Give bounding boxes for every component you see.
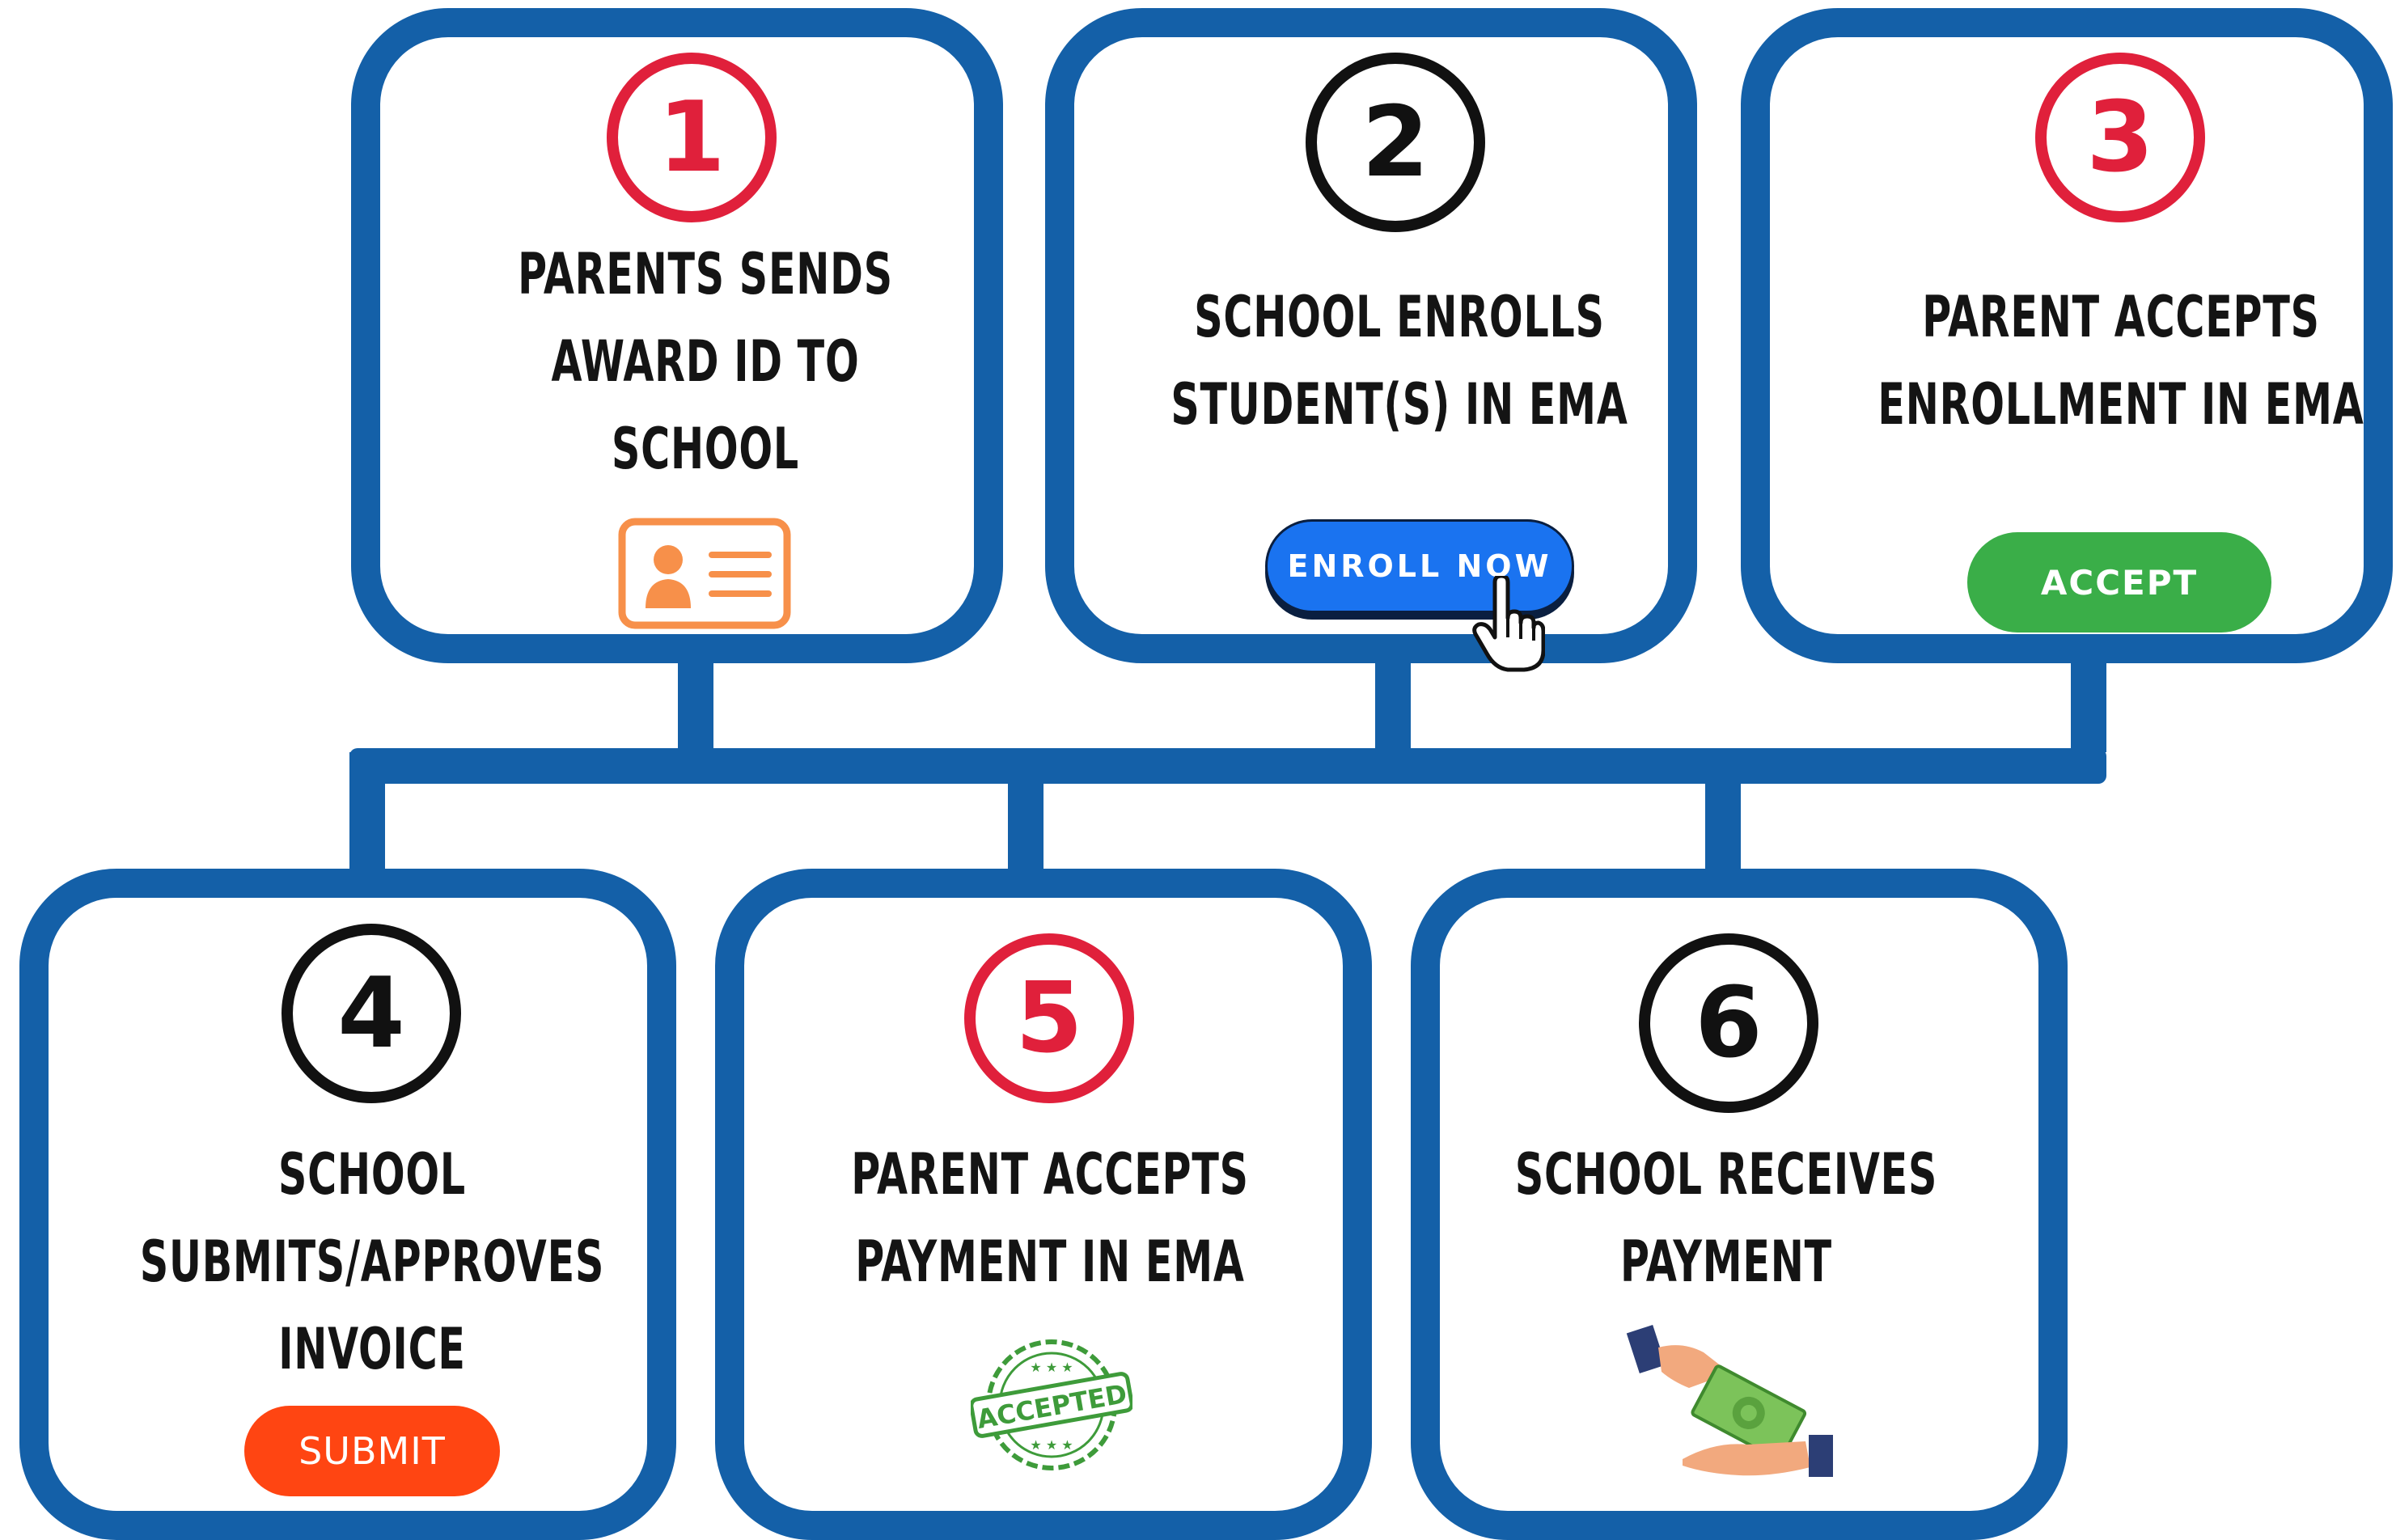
- step-3-number: 3: [2086, 81, 2154, 194]
- submit-label: SUBMIT: [298, 1429, 446, 1473]
- step-1-number-badge: 1: [607, 53, 777, 222]
- hand-pointer-icon: [1472, 576, 1545, 672]
- connector-box6-up: [1705, 752, 1741, 882]
- step-3-label: PARENT ACCEPTS ENROLLMENT IN EMA: [1869, 273, 2373, 448]
- step-3-line-2: ENROLLMENT IN EMA: [1877, 371, 2364, 438]
- step-4-number: 4: [337, 957, 405, 1070]
- step-5-line-1: PARENT ACCEPTS: [851, 1141, 1249, 1208]
- step-2-line-1: SCHOOL ENROLLS: [1194, 284, 1605, 350]
- svg-text:★ ★ ★: ★ ★ ★: [1030, 1437, 1073, 1453]
- step-4-label: SCHOOL SUBMITS/APPROVES INVOICE: [120, 1131, 624, 1393]
- connector-box2-down: [1375, 655, 1411, 752]
- enroll-now-button[interactable]: ENROLL NOW: [1265, 519, 1574, 613]
- connector-box5-up: [1008, 752, 1043, 882]
- step-2-number: 2: [1361, 86, 1429, 199]
- connector-box1-down: [678, 655, 713, 752]
- step-4-number-badge: 4: [282, 924, 461, 1103]
- money-handover-icon: [1626, 1325, 1833, 1477]
- step-5-line-2: PAYMENT IN EMA: [855, 1229, 1245, 1295]
- step-5-number-badge: 5: [964, 933, 1134, 1103]
- step-6-line-1: SCHOOL RECEIVES: [1514, 1141, 1938, 1208]
- step-1-line-3: SCHOOL: [611, 416, 800, 482]
- id-card-icon: [618, 518, 791, 629]
- step-6-number: 6: [1695, 967, 1763, 1080]
- step-3-line-1: PARENT ACCEPTS: [1922, 284, 2320, 350]
- connector-horizontal-bus: [349, 748, 2106, 784]
- step-2-line-2: STUDENT(S) IN EMA: [1170, 371, 1628, 438]
- step-2-number-badge: 2: [1306, 53, 1485, 232]
- step-1-line-2: AWARD ID TO: [551, 328, 860, 395]
- step-6-line-2: PAYMENT: [1620, 1229, 1832, 1295]
- step-1-number: 1: [658, 81, 726, 194]
- accept-label: ACCEPT: [2040, 562, 2199, 603]
- accepted-stamp-icon: ACCEPTED ★ ★ ★ ★ ★ ★: [971, 1339, 1132, 1470]
- step-4-line-3: INVOICE: [278, 1316, 466, 1382]
- step-6-number-badge: 6: [1639, 933, 1818, 1113]
- step-1-label: PARENTS SENDS AWARD ID TO SCHOOL: [453, 231, 958, 493]
- connector-box3-down: [2071, 655, 2106, 752]
- step-2-label: SCHOOL ENROLLS STUDENT(S) IN EMA: [1147, 273, 1652, 448]
- step-4-line-1: SCHOOL: [277, 1141, 467, 1208]
- connector-box4-up: [349, 752, 385, 882]
- step-6-label: SCHOOL RECEIVES PAYMENT: [1474, 1131, 1979, 1305]
- svg-text:★ ★ ★: ★ ★ ★: [1030, 1360, 1073, 1375]
- accept-button[interactable]: ACCEPT: [1967, 532, 2271, 632]
- submit-button[interactable]: SUBMIT: [244, 1406, 500, 1496]
- step-5-number: 5: [1015, 962, 1083, 1075]
- step-1-line-1: PARENTS SENDS: [518, 241, 893, 307]
- step-4-line-2: SUBMITS/APPROVES: [139, 1229, 605, 1295]
- step-5-label: PARENT ACCEPTS PAYMENT IN EMA: [798, 1131, 1302, 1305]
- step-2-box: [1045, 8, 1697, 663]
- step-3-number-badge: 3: [2035, 53, 2205, 222]
